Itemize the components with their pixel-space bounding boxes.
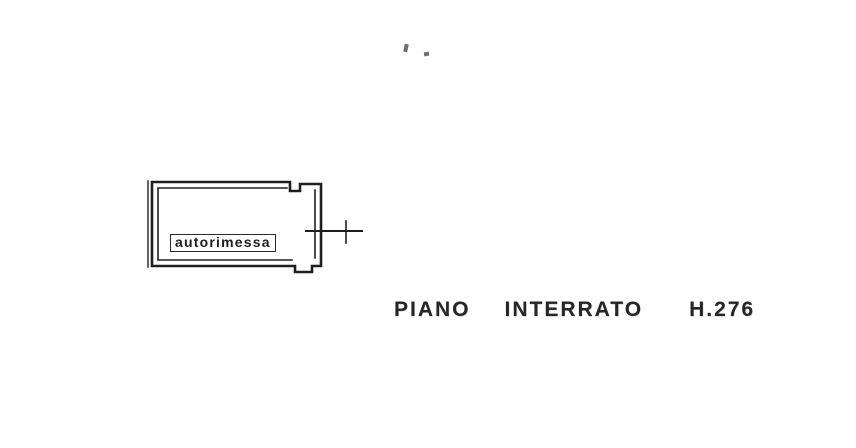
inner-wall-line bbox=[157, 187, 316, 261]
print-speck bbox=[423, 51, 430, 57]
room-label: autorimessa bbox=[170, 234, 276, 252]
caption-word-height: H.276 bbox=[689, 298, 756, 321]
floor-caption: PIANO INTERRATO H.276 bbox=[394, 298, 755, 322]
caption-word-piano: PIANO bbox=[394, 298, 471, 321]
outer-wall-outline bbox=[150, 180, 323, 274]
caption-word-interrato: INTERRATO bbox=[504, 298, 644, 321]
